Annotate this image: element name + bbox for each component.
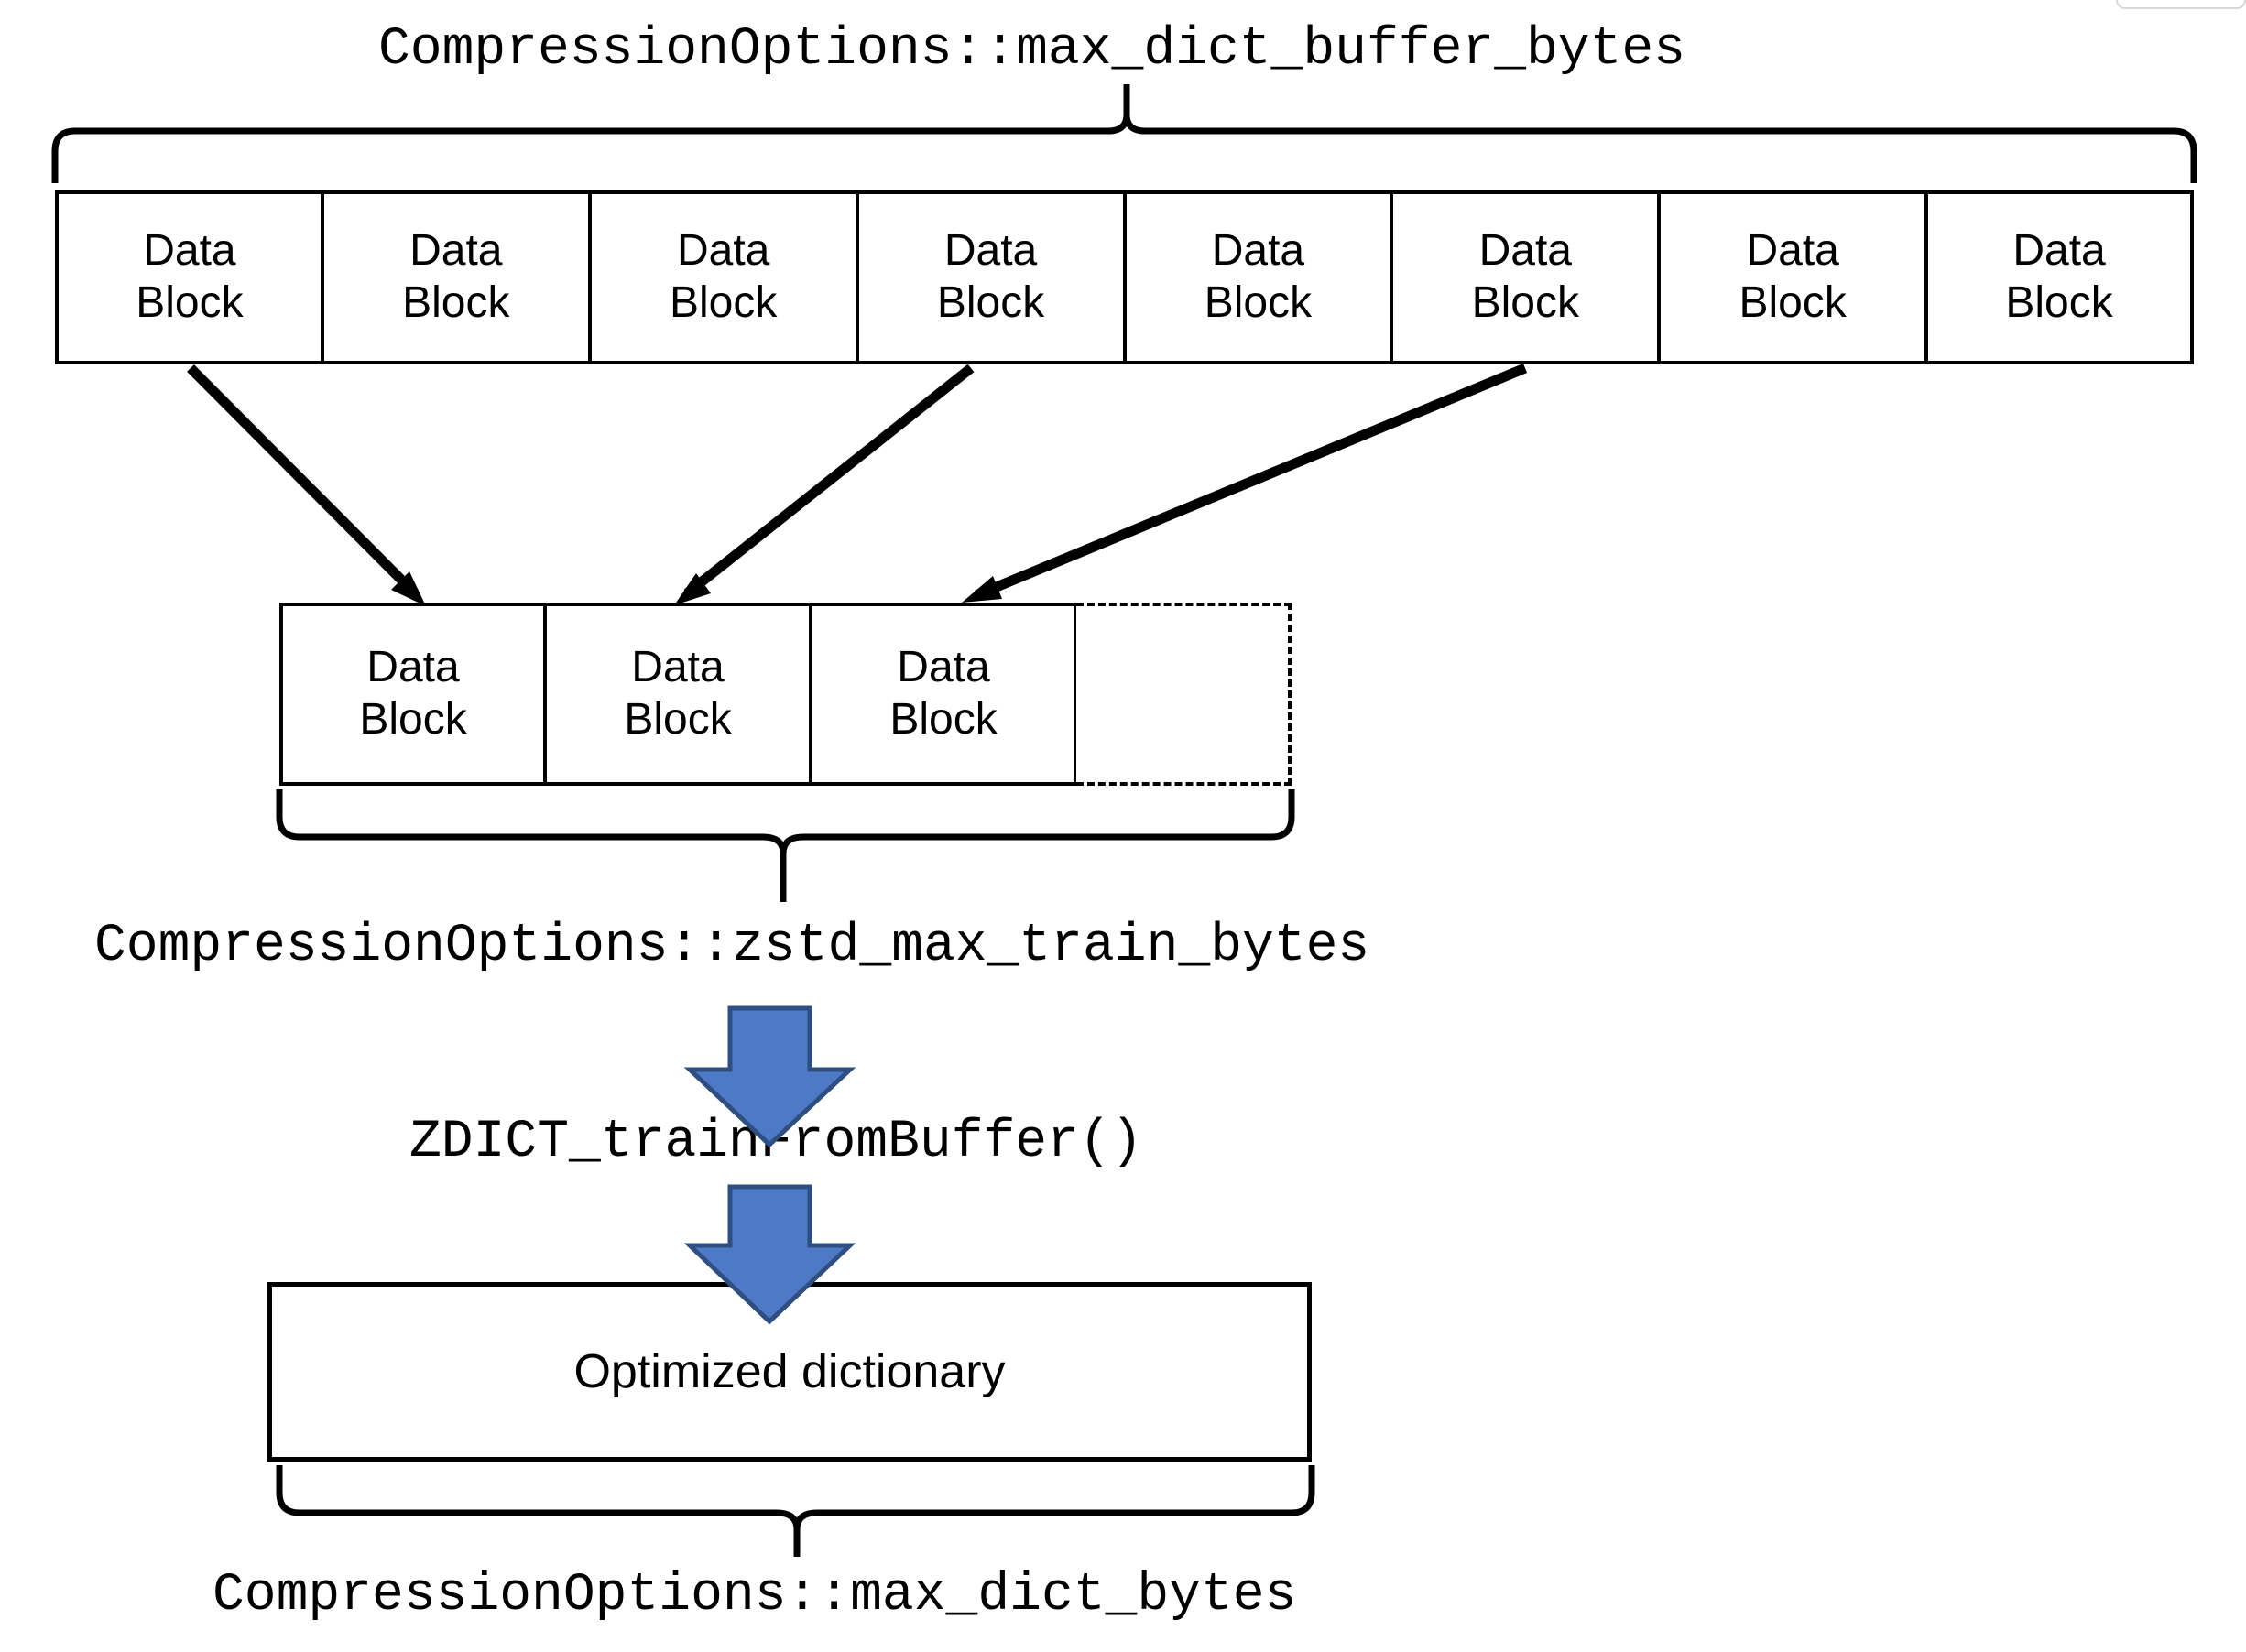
label-max-dict-buffer-bytes: CompressionOptions::max_dict_buffer_byte… [378,20,1686,80]
data-block: Data Block [279,603,545,786]
data-block-line2: Block [1204,278,1313,327]
label-zdict-train-from-buffer: ZDICT_trainFromBuffer() [409,1113,1143,1172]
data-block-line1: Data [409,226,503,276]
data-block: Data Block [589,190,857,364]
data-block-line1: Data [1478,226,1572,276]
data-block-line1: Data [676,226,770,276]
data-block-line1: Data [631,643,725,692]
label-max-dict-bytes: CompressionOptions::max_dict_bytes [213,1566,1297,1625]
sampling-arrow-2 [674,364,975,605]
data-block-line2: Block [889,695,998,744]
data-block-line1: Data [897,643,990,692]
sampling-arrow-3 [962,363,1528,603]
data-block-line2: Block [1739,278,1847,327]
data-block-line1: Data [943,226,1038,276]
data-block: Data Block [545,603,811,786]
data-block-line1: Data [366,643,460,692]
data-block: Data Block [55,190,322,364]
data-block: Data Block [856,190,1125,364]
data-block-line1: Data [2012,226,2106,276]
sampled-data-block-row: Data Block Data Block Data Block [279,603,1292,786]
empty-dashed-slot [1076,603,1292,786]
data-block-line2: Block [136,278,244,327]
optimized-dictionary-box: Optimized dictionary [267,1282,1312,1462]
brace-max-dict-buffer-bytes [51,101,2197,183]
brace-max-dict-bytes [276,1465,1315,1546]
data-block-line2: Block [624,695,732,744]
data-block: Data Block [1926,190,2194,364]
data-block-line2: Block [670,278,778,327]
data-block-line2: Block [1471,278,1579,327]
brace-zstd-max-train-bytes [276,789,1295,870]
data-block-line1: Data [143,226,236,276]
sampling-arrow-1 [187,364,426,606]
data-block: Data Block [1124,190,1392,364]
data-block: Data Block [811,603,1076,786]
data-block: Data Block [1391,190,1660,364]
data-block: Data Block [1659,190,1927,364]
label-zstd-max-train-bytes: CompressionOptions::zstd_max_train_bytes [94,917,1370,976]
data-block-line2: Block [2005,278,2113,327]
data-block-line2: Block [936,278,1045,327]
data-block-line1: Data [1746,226,1839,276]
data-block: Data Block [322,190,590,364]
data-block-line2: Block [402,278,510,327]
data-block-line1: Data [1211,226,1305,276]
top-data-block-row: Data Block Data Block Data Block Data Bl… [55,190,2194,364]
data-block-line2: Block [359,695,467,744]
optimized-dictionary-label: Optimized dictionary [573,1345,1006,1398]
browser-chrome-fragment [2116,0,2246,9]
